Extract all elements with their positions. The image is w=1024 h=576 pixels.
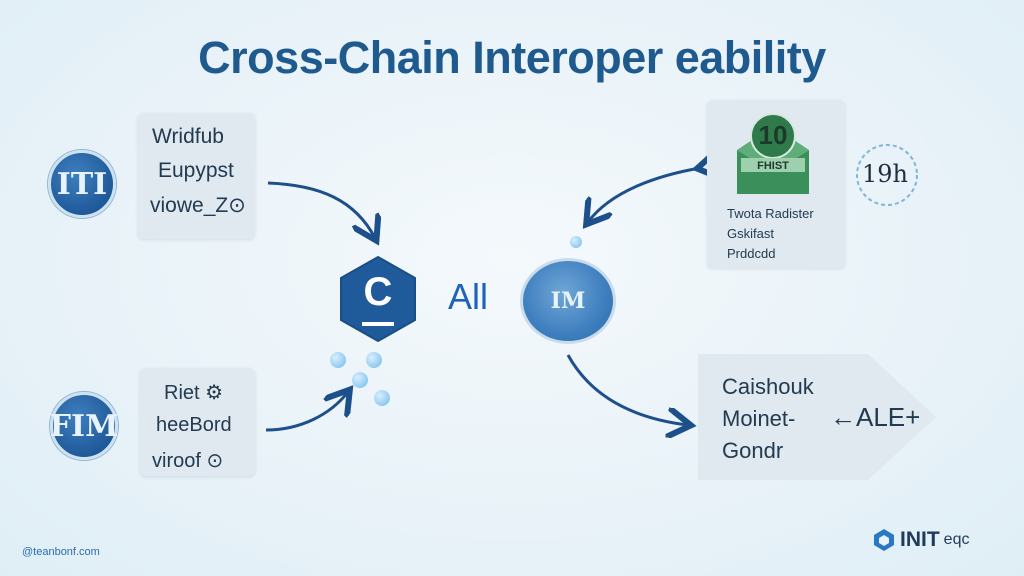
hexagon-underline [362,322,394,326]
clock-label: 19h [862,160,908,188]
arrow-top-left-to-hex [267,181,375,238]
hexagon-node [340,255,416,343]
bubble-decoration [570,236,582,248]
chain-icon-top-left: ΙΤΙ [48,150,116,218]
chain-icon-glyph: FIM [49,408,119,444]
card-line: viowe_Z⊙ [150,194,246,217]
bubble-decoration [366,352,382,368]
bubble-decoration [352,372,368,388]
card-bottom-left: Riet ⚙ heeBord viroof ⊙ [140,368,255,476]
arrow-tag-shape [698,354,936,480]
chain-icon-bottom-left: FIM [50,392,118,460]
arrow-top-right-to-hub [588,168,700,222]
tag-line: Gondr [722,438,784,463]
card-top-right: 10 FHIST Twota Radister Gskifast Prddcdd [707,100,845,268]
hub-glyph: IM [550,288,586,314]
envelope-badge-icon [737,113,809,194]
clock-ring-icon [856,144,918,206]
badge-text: FHIST [757,160,789,172]
card-line: Eupypst [158,159,234,182]
tag-side-label: ←ALE+ [830,402,921,432]
brand-text: INIT [900,528,940,551]
card-line: Wridfub [152,125,224,148]
brand-suffix: eqc [943,531,970,548]
card-line: Prddcdd [727,246,776,261]
chain-icon-glyph: ΙΤΙ [56,166,108,202]
tag-line: Moinet- [722,406,796,431]
diagram-title: Cross-Chain Interoper eability [198,32,826,83]
card-line: heeBord [156,414,232,436]
card-line: Twota Radister [727,206,814,221]
cube-icon [874,529,894,551]
card-top-left: Wridfub Eupypst viowe_Z⊙ [138,113,255,239]
bubble-decoration [374,390,390,406]
bubble-decoration [330,352,346,368]
arrow-hub-to-bottom-right [566,354,688,425]
card-line: viroof ⊙ [152,450,224,472]
badge-number: 10 [758,120,788,150]
hexagon-label: C [363,270,393,314]
hub-node: IM [520,258,616,344]
arrow-bottom-left-to-hex [265,392,348,432]
hub-label: All [448,276,489,317]
tag-line: Caishouk [722,374,814,399]
card-line: Gskifast [727,226,774,241]
card-line: Riet ⚙ [164,382,224,404]
footer-handle: @teanbonf.com [22,546,100,558]
